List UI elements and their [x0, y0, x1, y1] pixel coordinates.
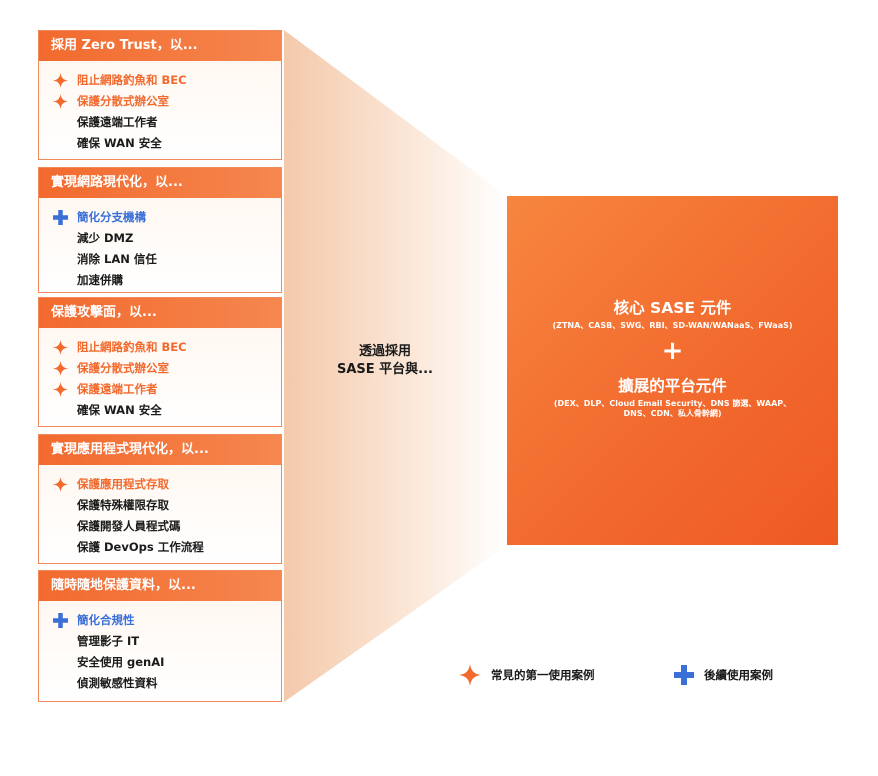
extended-platform-title: 擴展的平台元件	[618, 377, 727, 395]
use-case-list: 阻止網路釣魚和 BEC 保護分散式辦公室保護遠端工作者確保 WAN 安全	[39, 61, 281, 154]
orange-star-icon	[53, 73, 68, 88]
use-case-list: 簡化合規性管理影子 IT 安全使用 genAI 偵測敏感性資料	[39, 601, 281, 694]
core-sase-title: 核心 SASE 元件	[613, 299, 732, 317]
use-case-item-label: 確保 WAN 安全	[77, 136, 162, 150]
middle-caption-line2: SASE 平台與...	[336, 362, 433, 377]
orange-star-icon	[53, 382, 68, 397]
use-case-item: 消除 LAN 信任	[39, 249, 281, 270]
use-case-item: 保護分散式辦公室	[39, 358, 281, 379]
use-case-item-label: 減少 DMZ	[77, 231, 134, 245]
use-case-item-label: 簡化合規性	[77, 613, 135, 627]
legend-first-use-label: 常見的第一使用案例	[491, 668, 595, 682]
use-case-item-label: 保護 DevOps 工作流程	[77, 540, 204, 554]
orange-star-icon	[53, 340, 68, 355]
blue-plus-icon	[53, 210, 68, 225]
core-sase-subtitle: (ZTNA、CASB、SWG、RBI、SD-WAN/WANaaS、FWaaS)	[552, 321, 793, 330]
use-case-item: 簡化分支機構	[39, 207, 281, 228]
use-case-item-label: 消除 LAN 信任	[77, 252, 157, 266]
plus-sign: +	[661, 336, 684, 366]
use-case-item: 保護遠端工作者	[39, 379, 281, 400]
use-case-list: 保護應用程式存取保護特殊權限存取保護開發人員程式碼保護 DevOps 工作流程	[39, 465, 281, 558]
use-case-item: 保護分散式辦公室	[39, 91, 281, 112]
use-case-item-label: 簡化分支機構	[77, 210, 146, 224]
use-case-card-title: 實現應用程式現代化，以...	[39, 435, 281, 465]
use-case-item: 阻止網路釣魚和 BEC	[39, 337, 281, 358]
use-case-item-label: 加速併購	[77, 273, 123, 287]
use-case-item-label: 保護應用程式存取	[77, 477, 169, 491]
use-case-card: 隨時隨地保護資料，以... 簡化合規性管理影子 IT 安全使用 genAI 偵測敏感性…	[38, 570, 282, 702]
use-case-card-title: 採用 Zero Trust，以...	[39, 31, 281, 61]
legend-first-use: 常見的第一使用案例	[459, 664, 595, 686]
use-case-item: 保護 DevOps 工作流程	[39, 537, 281, 558]
use-case-item: 偵測敏感性資料	[39, 673, 281, 694]
use-case-item-label: 保護遠端工作者	[77, 115, 158, 129]
use-case-item: 阻止網路釣魚和 BEC	[39, 70, 281, 91]
use-case-list: 阻止網路釣魚和 BEC 保護分散式辦公室保護遠端工作者確保 WAN 安全	[39, 328, 281, 421]
use-case-item-label: 保護遠端工作者	[77, 382, 158, 396]
use-case-card-title: 實現網路現代化，以...	[39, 168, 281, 198]
use-case-card-title: 隨時隨地保護資料，以...	[39, 571, 281, 601]
use-case-item-label: 阻止網路釣魚和 BEC	[77, 73, 187, 87]
legend-subsequent-use: 後續使用案例	[674, 664, 773, 686]
use-case-item: 管理影子 IT	[39, 631, 281, 652]
use-case-card: 採用 Zero Trust，以... 阻止網路釣魚和 BEC 保護分散式辦公室保護遠…	[38, 30, 282, 160]
use-case-card-title: 保護攻擊面，以...	[39, 298, 281, 328]
orange-star-icon	[53, 477, 68, 492]
use-case-card: 實現應用程式現代化，以...保護應用程式存取保護特殊權限存取保護開發人員程式碼保…	[38, 434, 282, 564]
use-case-item: 保護遠端工作者	[39, 112, 281, 133]
use-case-item: 減少 DMZ	[39, 228, 281, 249]
use-case-item-label: 偵測敏感性資料	[77, 676, 158, 690]
use-case-item: 確保 WAN 安全	[39, 133, 281, 154]
use-case-item-label: 安全使用 genAI	[77, 655, 165, 669]
orange-star-icon	[459, 664, 481, 686]
use-case-item: 保護開發人員程式碼	[39, 516, 281, 537]
use-case-item-label: 保護特殊權限存取	[77, 498, 169, 512]
use-case-card: 保護攻擊面，以... 阻止網路釣魚和 BEC 保護分散式辦公室保護遠端工作者確保 W…	[38, 297, 282, 427]
legend-subsequent-use-label: 後續使用案例	[704, 668, 773, 682]
extended-platform-subtitle: (DEX、DLP、Cloud Email Security、DNS 篩選、WAA…	[553, 399, 792, 418]
use-case-item: 保護應用程式存取	[39, 474, 281, 495]
middle-caption-line1: 透過採用	[358, 344, 411, 359]
use-case-list: 簡化分支機構減少 DMZ 消除 LAN 信任加速併購	[39, 198, 281, 291]
use-case-item: 加速併購	[39, 270, 281, 291]
blue-plus-icon	[53, 613, 68, 628]
use-case-item: 保護特殊權限存取	[39, 495, 281, 516]
use-case-item: 確保 WAN 安全	[39, 400, 281, 421]
use-case-item-label: 保護分散式辦公室	[77, 361, 169, 375]
middle-caption: 透過採用 SASE 平台與...	[310, 343, 460, 379]
use-case-item-label: 保護分散式辦公室	[77, 94, 169, 108]
use-case-item-label: 確保 WAN 安全	[77, 403, 162, 417]
blue-plus-icon	[674, 665, 694, 685]
use-case-item-label: 管理影子 IT	[77, 634, 140, 648]
sase-core-box: 核心 SASE 元件 (ZTNA、CASB、SWG、RBI、SD-WAN/WAN…	[507, 196, 838, 545]
orange-star-icon	[53, 94, 68, 109]
use-case-item-label: 保護開發人員程式碼	[77, 519, 181, 533]
use-case-item: 安全使用 genAI	[39, 652, 281, 673]
use-case-card: 實現網路現代化，以... 簡化分支機構減少 DMZ 消除 LAN 信任加速併購	[38, 167, 282, 293]
orange-star-icon	[53, 361, 68, 376]
use-case-item: 簡化合規性	[39, 610, 281, 631]
use-case-item-label: 阻止網路釣魚和 BEC	[77, 340, 187, 354]
